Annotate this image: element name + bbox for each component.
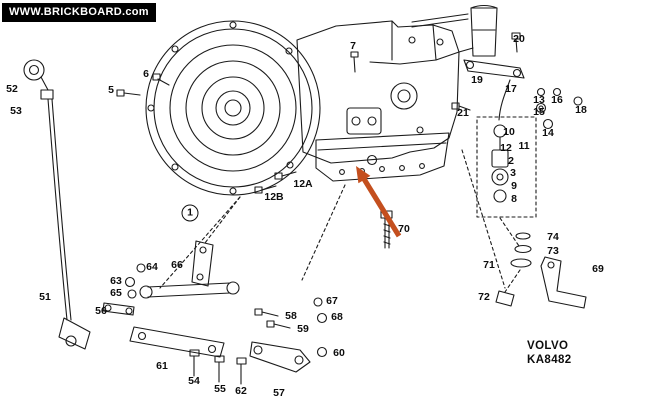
drawing-code: KA8482 <box>527 353 572 366</box>
mount-bracket-parts <box>380 210 587 309</box>
kickdown-cable-parts <box>463 59 583 203</box>
leader-lines <box>159 116 537 293</box>
oil-pan <box>315 132 450 182</box>
case-bolts <box>116 32 521 194</box>
site-banner: WWW.BRICKBOARD.com <box>2 3 156 22</box>
bell-housing <box>145 20 321 196</box>
red-pointer-arrow <box>356 166 402 238</box>
shift-linkage <box>23 59 91 350</box>
linkage-parts <box>102 240 328 385</box>
gearbox-case <box>296 4 498 164</box>
brand-name: VOLVO <box>527 340 569 352</box>
volvo-caption: VOLVO KA8482 <box>527 340 572 368</box>
